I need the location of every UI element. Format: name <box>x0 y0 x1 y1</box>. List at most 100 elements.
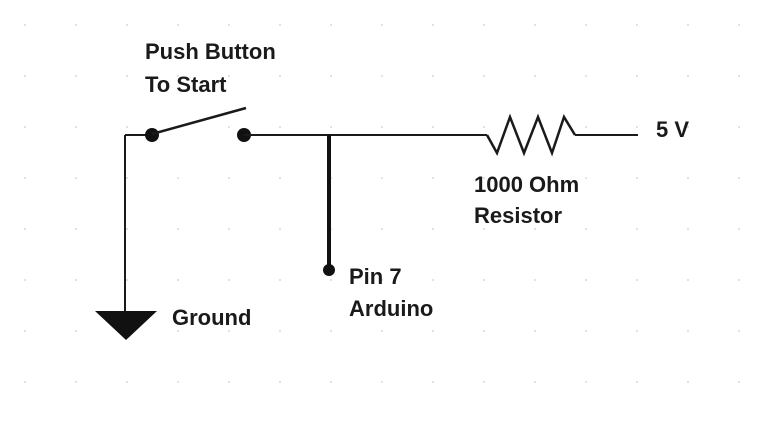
grid-dot <box>636 126 638 128</box>
grid-dot <box>432 75 434 77</box>
ground-label: Ground <box>172 305 251 330</box>
grid-dot <box>24 330 26 332</box>
grid-dot <box>738 228 740 230</box>
grid-dot <box>483 177 485 179</box>
grid-dot <box>279 228 281 230</box>
grid-dot <box>687 381 689 383</box>
grid-dot <box>738 126 740 128</box>
grid-dot <box>636 381 638 383</box>
grid-dot <box>534 177 536 179</box>
grid-dot <box>585 177 587 179</box>
grid-dot <box>330 381 332 383</box>
grid-dot <box>24 24 26 26</box>
grid-dot <box>381 126 383 128</box>
grid-dot <box>24 279 26 281</box>
grid-dot <box>636 279 638 281</box>
resistor-symbol <box>485 113 577 157</box>
grid-dot <box>75 126 77 128</box>
grid-dot <box>330 24 332 26</box>
grid-dot <box>534 228 536 230</box>
grid-dot <box>177 381 179 383</box>
grid-dot <box>381 24 383 26</box>
switch-lever <box>151 106 247 136</box>
grid-dot <box>636 330 638 332</box>
grid-dot <box>483 126 485 128</box>
grid-dot <box>228 381 230 383</box>
grid-dot <box>585 75 587 77</box>
grid-dot <box>585 126 587 128</box>
grid-dot <box>126 75 128 77</box>
grid-dot <box>534 24 536 26</box>
grid-dot <box>687 126 689 128</box>
grid-dot <box>126 279 128 281</box>
grid-dot <box>75 24 77 26</box>
grid-dot <box>279 381 281 383</box>
pin-label-line1: Pin 7 <box>349 264 402 289</box>
grid-dot <box>228 279 230 281</box>
grid-dot <box>636 24 638 26</box>
grid-dot <box>381 75 383 77</box>
grid-dot <box>228 330 230 332</box>
grid-dot <box>534 381 536 383</box>
grid-dot <box>24 228 26 230</box>
grid-dot <box>24 75 26 77</box>
grid-dot <box>585 24 587 26</box>
grid-dot <box>432 381 434 383</box>
grid-dot <box>279 177 281 179</box>
grid-dot <box>228 75 230 77</box>
grid-dot <box>330 279 332 281</box>
grid-dot <box>636 75 638 77</box>
grid-dot <box>330 75 332 77</box>
grid-dot <box>75 279 77 281</box>
grid-dot <box>228 228 230 230</box>
grid-dot <box>585 279 587 281</box>
resistor-label-line1: 1000 Ohm <box>474 172 579 197</box>
grid-dot <box>432 177 434 179</box>
pin-7-terminal <box>323 264 335 276</box>
grid-dot <box>75 75 77 77</box>
switch-label-line1: Push Button <box>145 39 276 64</box>
grid-dot <box>483 24 485 26</box>
grid-dot <box>534 330 536 332</box>
grid-dot <box>75 330 77 332</box>
grid-dot <box>687 228 689 230</box>
grid-dot <box>24 177 26 179</box>
grid-dot <box>228 24 230 26</box>
grid-dot <box>75 177 77 179</box>
grid-dot <box>75 381 77 383</box>
grid-dot <box>126 177 128 179</box>
grid-dot <box>228 177 230 179</box>
grid-dot <box>687 24 689 26</box>
grid-dot <box>432 228 434 230</box>
grid-dot <box>636 228 638 230</box>
grid-dot <box>483 75 485 77</box>
grid-dot <box>177 24 179 26</box>
grid-dot <box>279 24 281 26</box>
grid-dot <box>534 75 536 77</box>
grid-dot <box>177 279 179 281</box>
grid-dot <box>432 279 434 281</box>
grid-dot <box>279 330 281 332</box>
grid-dot <box>330 330 332 332</box>
grid-dot <box>126 381 128 383</box>
grid-dot <box>585 381 587 383</box>
grid-dot <box>24 381 26 383</box>
grid-dot <box>330 126 332 128</box>
grid-dot <box>126 24 128 26</box>
grid-dot <box>534 279 536 281</box>
grid-dot <box>432 24 434 26</box>
grid-dot <box>585 330 587 332</box>
switch-left-terminal <box>145 128 159 142</box>
grid-dot <box>381 177 383 179</box>
grid-dot <box>279 279 281 281</box>
grid-dot <box>483 381 485 383</box>
grid-dot <box>228 126 230 128</box>
grid-dot <box>177 177 179 179</box>
grid-dot <box>687 75 689 77</box>
grid-dot <box>126 228 128 230</box>
resistor-label-line2: Resistor <box>474 203 562 228</box>
grid-dot <box>738 75 740 77</box>
grid-dot <box>432 330 434 332</box>
grid-dot <box>738 279 740 281</box>
